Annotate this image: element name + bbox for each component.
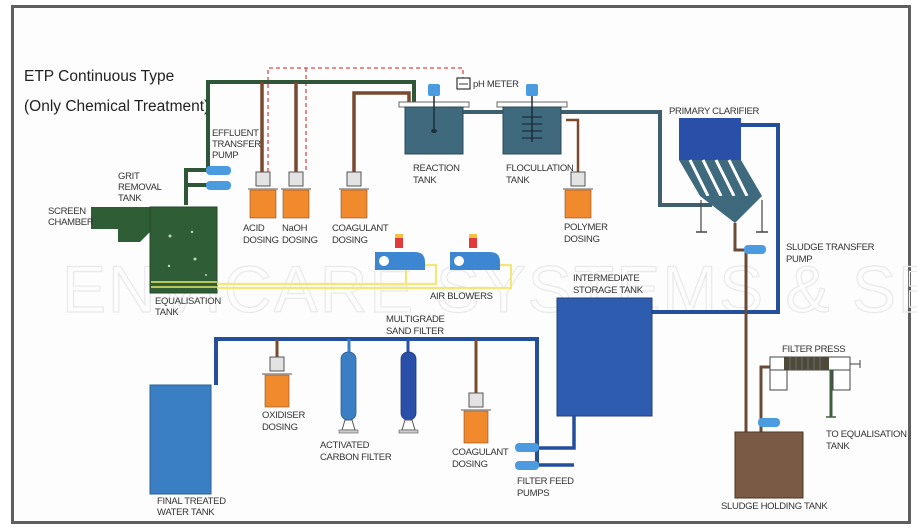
intermediate-storage-tank (556, 297, 653, 417)
ph-meter-label: pH METER (473, 79, 519, 90)
primary-clarifier-label: PRIMARY CLARIFIER (669, 106, 760, 117)
reaction-tank (398, 84, 470, 155)
polymer-dosing-unit (563, 171, 593, 219)
title-line-2: (Only Chemical Treatment) (24, 98, 209, 115)
coagulant-dosing-bottom-label: COAGULANT (452, 447, 509, 458)
ph-signal-line (267, 67, 464, 172)
multigrade-sand-filter (398, 339, 419, 434)
filter-press-feed-pump-icon (758, 418, 780, 427)
effluent-pipe (184, 80, 416, 205)
chemical-dosing-lines (260, 82, 580, 172)
oxidiser-dosing-unit (262, 339, 292, 408)
acid-dosing-label: ACID (243, 223, 265, 234)
air-blower-2 (450, 234, 500, 270)
naoh-dosing-unit (281, 171, 311, 219)
final-treated-water-tank-label: FINAL TREATED (157, 496, 226, 507)
grit-removal-label: GRIT (118, 171, 140, 182)
sludge-holding-tank-label: SLUDGE HOLDING TANK (721, 501, 828, 512)
sludge-holding-tank (734, 431, 804, 499)
naoh-dosing-label: NaOH (282, 223, 308, 234)
effluent-transfer-pumps (206, 166, 231, 190)
equalisation-tank-label: EQUALISATION (155, 296, 221, 307)
polymer-dosing-label: POLYMER (564, 222, 608, 233)
air-blowers-label: AIR BLOWERS (430, 291, 493, 302)
flocculation-tank-label: FLOCULLATION (506, 163, 574, 174)
activated-carbon-filter-label: ACTIVATED (320, 440, 370, 451)
filter-feed-pumps-label: FILTER FEED (517, 476, 574, 487)
pump-icon (206, 166, 231, 175)
screen-chamber (91, 207, 118, 229)
mixer-motor-icon (526, 84, 538, 96)
intermediate-storage-tank-label: INTERMEDIATE (573, 273, 639, 284)
to-equalisation-tank-label: TO EQUALISATION (826, 429, 907, 440)
screen-chamber-label: SCREEN (48, 206, 86, 217)
sludge-transfer-pump-icon (744, 245, 766, 254)
effluent-transfer-pump-label: EFFLUENT (212, 128, 259, 139)
multigrade-sand-filter-label: MULTIGRADE (386, 314, 445, 325)
final-treated-water-tank (149, 384, 212, 495)
pump-icon (206, 181, 231, 190)
title-line-1: ETP Continuous Type (24, 68, 174, 85)
filter-press-label: FILTER PRESS (782, 344, 845, 355)
pump-icon (515, 461, 539, 470)
filter-press (769, 356, 861, 418)
coagulant-dosing-unit-top (339, 171, 369, 219)
equalisation-tank (149, 206, 218, 294)
process-pipe (463, 110, 712, 207)
activated-carbon-filter (338, 339, 359, 434)
grit-removal-tank (118, 207, 150, 242)
sludge-transfer-pump-label: SLUDGE TRANSFER (786, 242, 875, 253)
air-blower-1 (375, 234, 425, 270)
equalisation-system (91, 206, 218, 294)
oxidiser-dosing-label: OXIDISER (262, 410, 305, 421)
coagulant-dosing-unit-bottom (461, 339, 491, 444)
acid-dosing-unit (248, 171, 278, 219)
coagulant-dosing-top-label: COAGULANT (332, 223, 389, 234)
primary-clarifier (679, 118, 768, 233)
reaction-tank-label: REACTION (413, 163, 460, 174)
pump-icon (515, 443, 539, 452)
flocculation-tank (496, 84, 568, 155)
clarified-water-pipe (652, 123, 780, 314)
mixer-motor-icon (428, 84, 440, 96)
ph-meter-icon (456, 77, 471, 90)
filter-feed-line (214, 337, 576, 470)
